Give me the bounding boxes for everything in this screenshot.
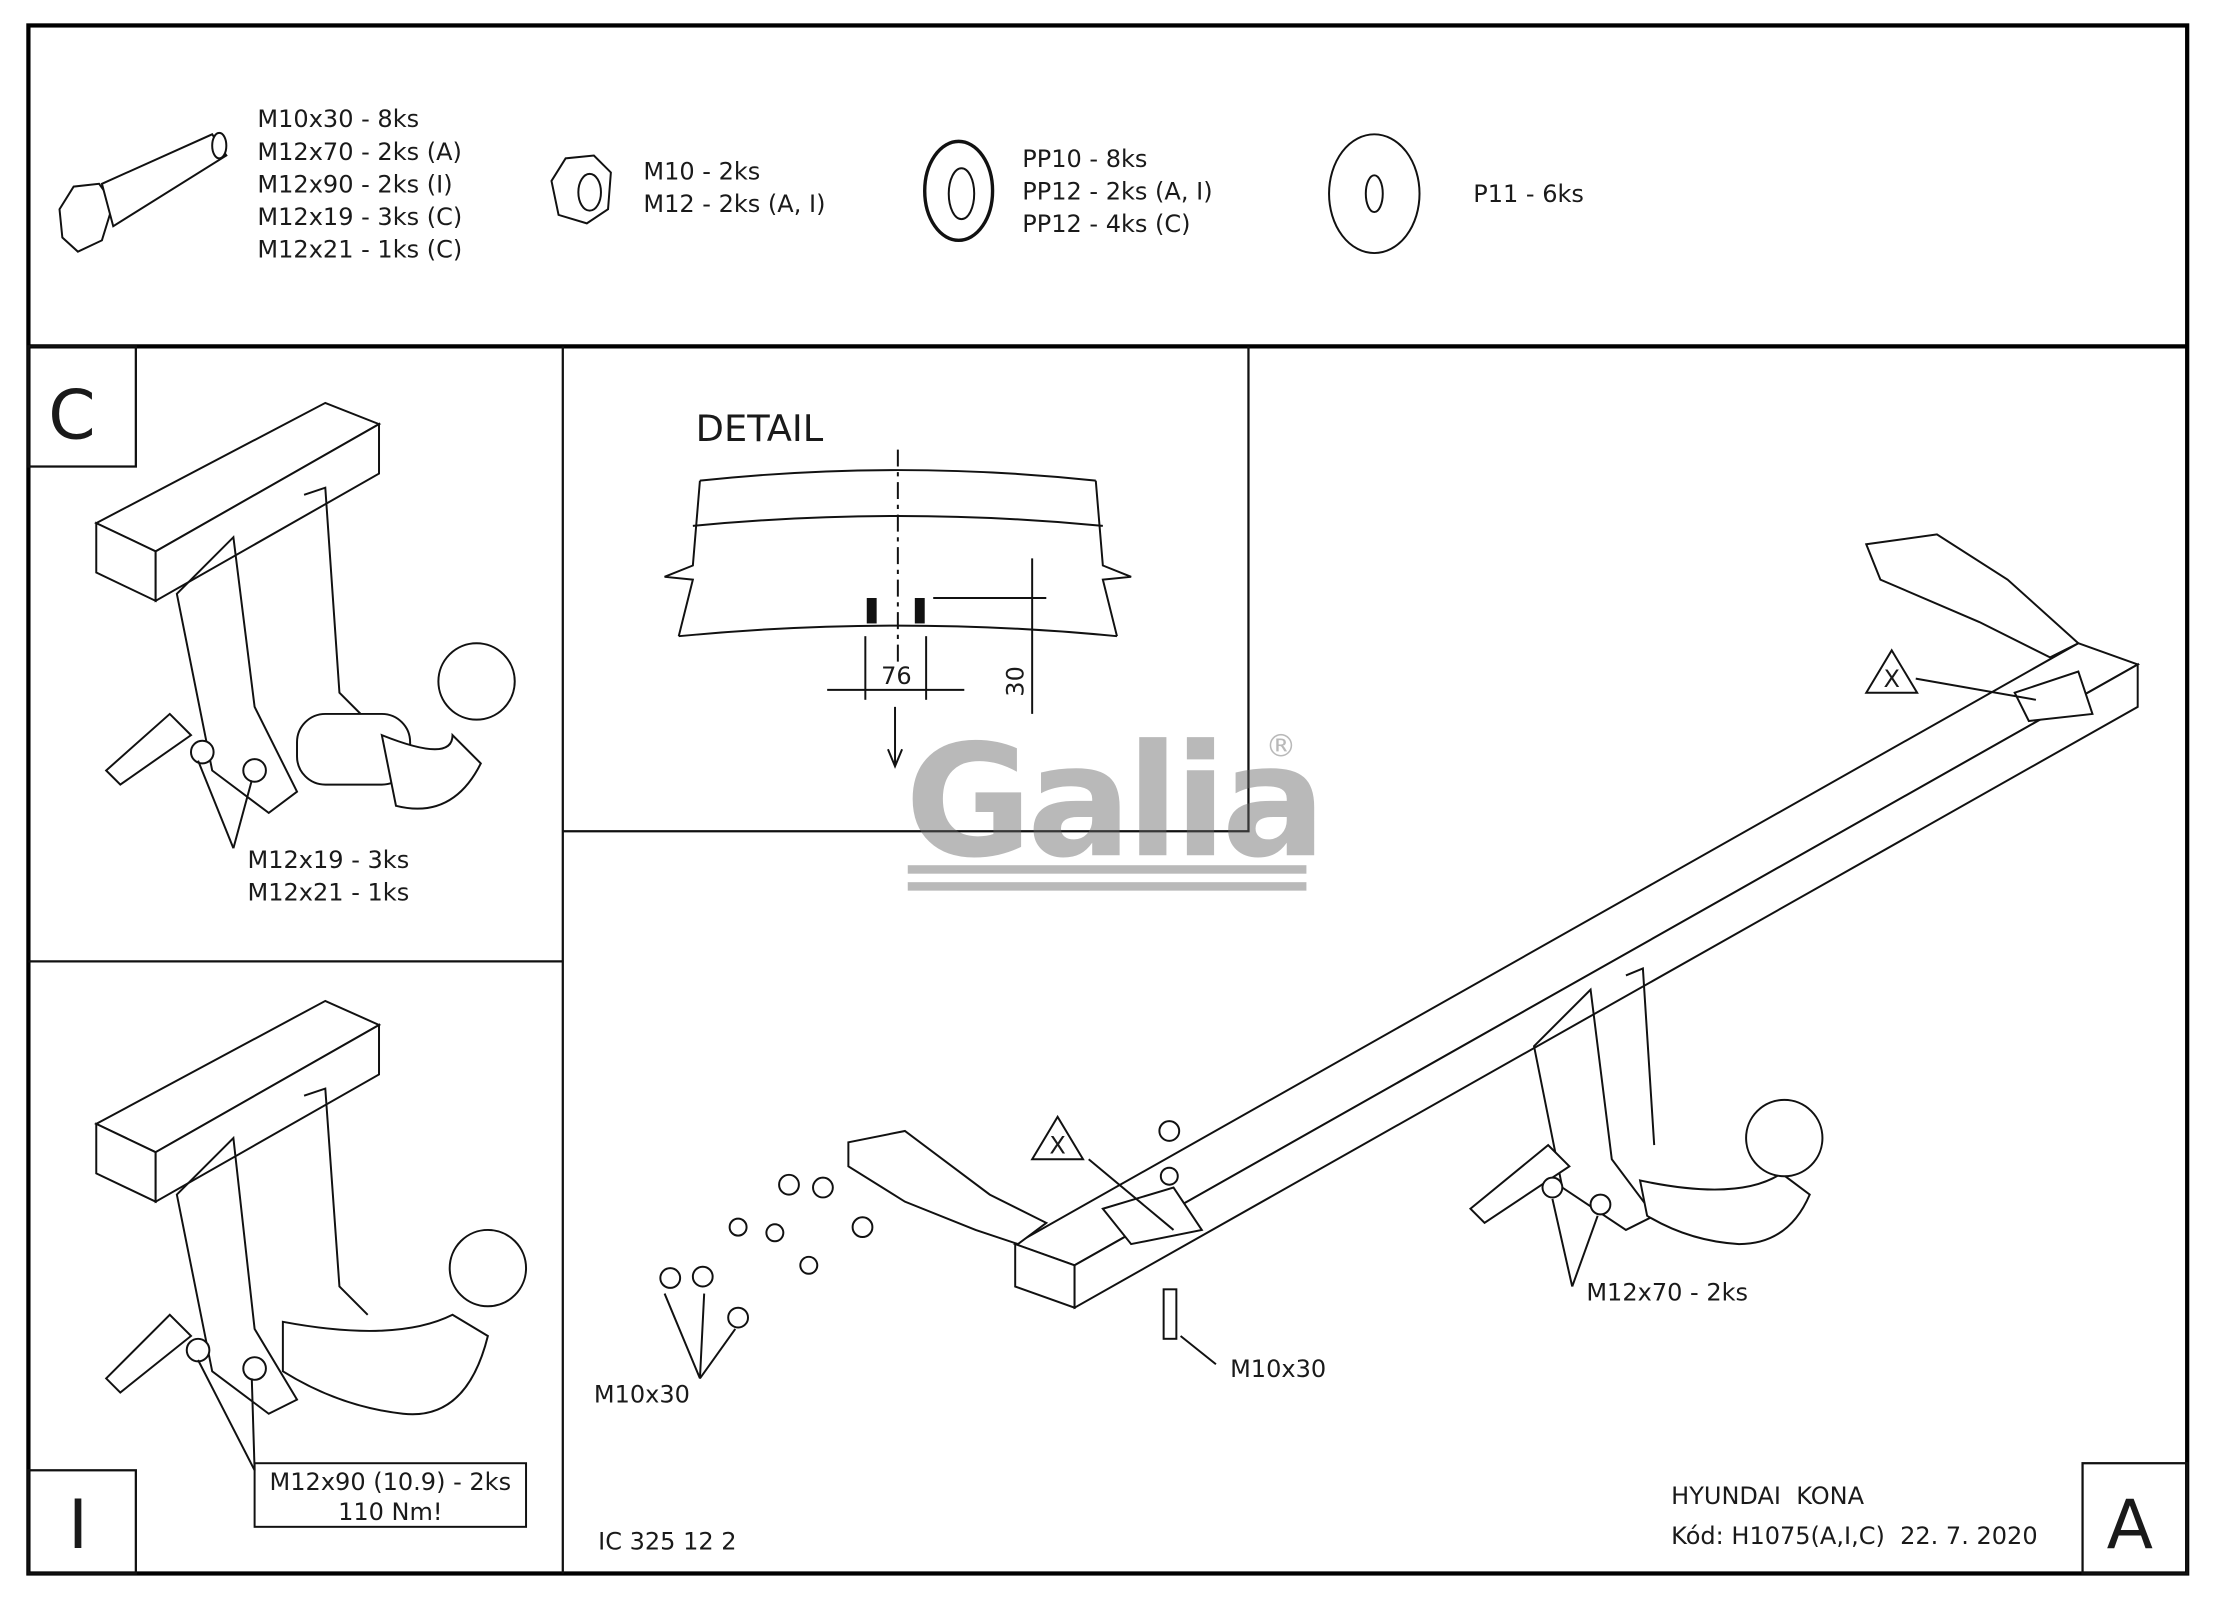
- panel-c-label: C: [48, 376, 95, 455]
- bolt-icon: [58, 131, 228, 253]
- part-label: M10x30 - 8ks: [257, 105, 419, 133]
- part-label: M12x70 - 2ks (A): [257, 138, 462, 166]
- callout-label: M12x19 - 3ks: [248, 846, 410, 874]
- vehicle-name: HYUNDAI KONA: [1671, 1482, 1864, 1510]
- callout-label: M12x70 - 2ks: [1586, 1279, 1748, 1307]
- detail-title: DETAIL: [696, 407, 824, 450]
- part-label: M12x90 - 2ks (I): [257, 170, 452, 198]
- part-label: PP10 - 8ks: [1022, 145, 1147, 173]
- logo-text: Galia: [905, 711, 1321, 892]
- towbar-drawing-i: [94, 999, 528, 1471]
- drawing-number: IC 325 12 2: [598, 1527, 736, 1555]
- spring-washer-icon: [923, 139, 995, 243]
- panel-i-label: I: [68, 1486, 88, 1565]
- part-label: M12x21 - 1ks (C): [257, 235, 462, 263]
- marker-x: X: [1883, 665, 1899, 693]
- nut-icon: [550, 154, 612, 225]
- galia-logo: Galia ®: [905, 711, 1326, 892]
- part-label: M10 - 2ks: [643, 158, 760, 186]
- part-label: PP12 - 2ks (A, I): [1022, 177, 1212, 205]
- callout-label: M12x90 (10.9) - 2ks: [270, 1468, 512, 1496]
- flat-washer-icon: [1328, 133, 1421, 255]
- product-code-date: Kód: H1075(A,I,C) 22. 7. 2020: [1671, 1522, 2037, 1550]
- panel-i: I M12x90 (10.9) - 2ks 110 Nm!: [27, 999, 528, 1575]
- drawing-frame: [26, 23, 2190, 1576]
- panel-a-label: A: [2107, 1486, 2153, 1565]
- panel-a: X X M10x30 M10x30 M12x70 - 2ks A: [594, 533, 2189, 1575]
- part-label: P11 - 6ks: [1473, 180, 1584, 208]
- panel-c: C M12x19 - 3ks M12x21 - 1ks: [27, 345, 516, 907]
- part-label: M12 - 2ks (A, I): [643, 190, 825, 218]
- towbar-drawing-a: [659, 533, 2141, 1379]
- registered-mark: ®: [1265, 728, 1296, 764]
- callout-label: M10x30: [594, 1380, 690, 1408]
- part-label: PP12 - 4ks (C): [1022, 210, 1190, 238]
- callout-label: M12x21 - 1ks: [248, 879, 410, 907]
- torque-note: 110 Nm!: [338, 1498, 442, 1526]
- dimension-width: 76: [881, 662, 912, 690]
- detail-panel: DETAIL 76 30: [664, 407, 1132, 769]
- marker-x: X: [1049, 1132, 1065, 1160]
- callout-label: M10x30: [1230, 1355, 1326, 1383]
- part-label: M12x19 - 3ks (C): [257, 203, 462, 231]
- bolt-list: M10x30 - 8ks M12x70 - 2ks (A) M12x90 - 2…: [257, 105, 462, 263]
- dimension-height: 30: [1002, 666, 1030, 697]
- bolt-set-icon: [659, 1120, 1181, 1340]
- towbar-drawing-c: [94, 401, 516, 849]
